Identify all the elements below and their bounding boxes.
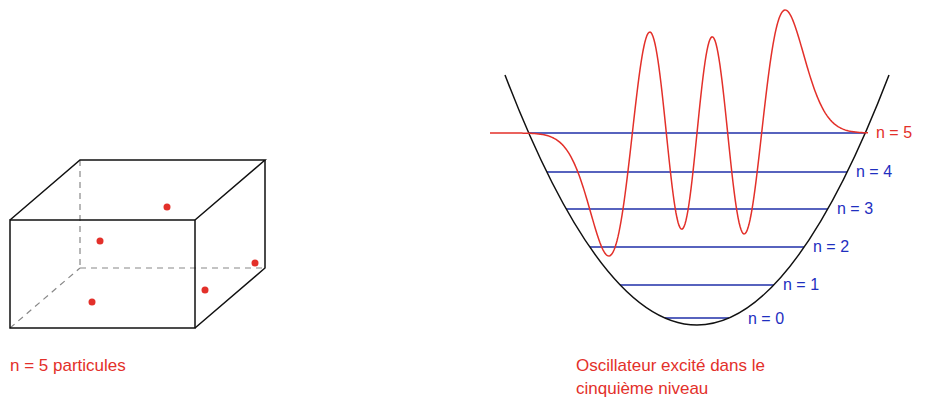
level-label: n = 0 xyxy=(748,309,784,329)
level-label: n = 4 xyxy=(856,162,892,182)
level-label: n = 1 xyxy=(783,275,819,295)
caption-text: Oscillateur excité dans le cinquième niv… xyxy=(576,354,791,400)
particles xyxy=(89,204,259,306)
level-label: n = 5 xyxy=(876,123,912,143)
level-label: n = 2 xyxy=(813,237,849,257)
wave-function xyxy=(490,10,868,256)
level-label: n = 3 xyxy=(837,199,873,219)
potential-well xyxy=(505,75,889,325)
particle-box xyxy=(10,160,265,328)
energy-levels xyxy=(529,133,865,318)
caption-text: n = 5 particules xyxy=(10,354,126,377)
